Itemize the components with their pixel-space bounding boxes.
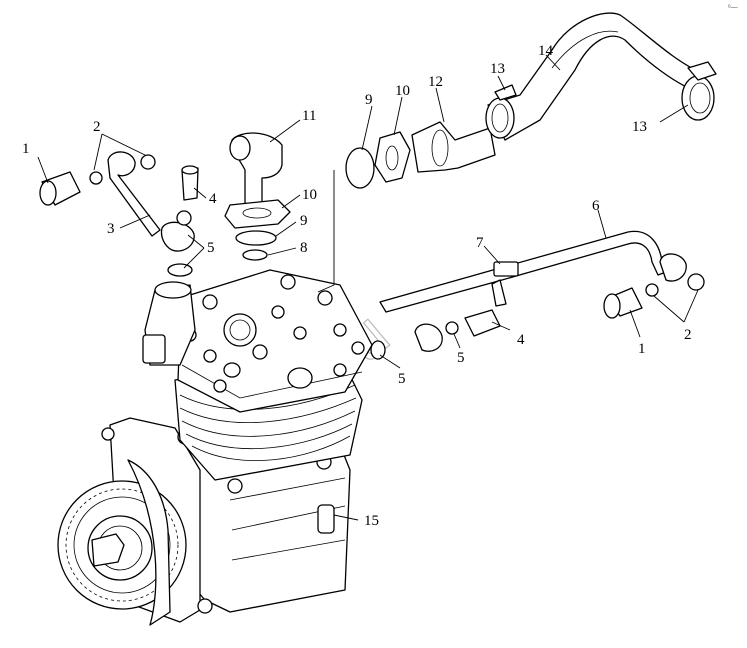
side-plug [317,504,335,534]
callout-5-right: 5 [457,350,465,366]
callout-10-center: 10 [302,187,317,203]
banjo-fitting-right [659,253,687,282]
callout-4-left: 4 [209,191,217,207]
adapter-12 [411,121,496,173]
clamp-13-left [494,84,517,101]
washer-right-b [645,283,659,297]
corner-mark: ᵉ— [728,4,738,11]
callout-15: 15 [364,513,379,529]
washer-5-center [370,340,386,360]
callout-5-left: 5 [207,240,215,256]
hose-end-right [681,75,715,121]
callout-2-left: 2 [93,119,101,135]
leader-lines [37,54,699,521]
callout-4-right: 4 [517,332,525,348]
washer-left-b [140,154,156,170]
center-stack [224,132,291,261]
callout-6: 6 [592,198,600,214]
callout-1-left: 1 [22,141,30,157]
callout-10-upper: 10 [395,83,410,99]
callout-9-center: 9 [300,213,308,229]
callout-1-right: 1 [638,341,646,357]
callout-3: 3 [107,221,115,237]
washer-9-upper [345,147,375,189]
callout-13-left: 13 [490,61,505,77]
callout-7: 7 [476,235,484,251]
callout-13-right: 13 [632,119,647,135]
washer-left-5 [167,263,193,277]
banjo-tube-end [160,221,195,252]
banjo-fitting-left [107,151,161,237]
banjo-end-center [414,323,443,352]
oil-tube-6 [379,230,667,313]
callout-11: 11 [302,108,316,124]
nut-10-center [224,199,291,229]
callout-2-right: 2 [684,327,692,343]
callout-12: 12 [428,74,443,90]
washer-right-a [687,273,705,291]
callout-14: 14 [538,43,554,59]
head-bolts [183,274,365,393]
right-tube-group [370,230,705,360]
washer-9-center [235,230,277,246]
callout-8: 8 [300,240,308,256]
nut-10-upper [374,131,411,183]
hose-14 [487,12,706,141]
tube-bracket-7 [493,261,519,277]
callout-numbers: 1 2 3 4 5 11 10 9 8 9 10 12 13 14 13 6 7… [22,43,692,529]
drive-gear [57,459,187,626]
washer-5-right [445,321,459,335]
air-compressor [57,269,373,626]
upper-right-group [345,12,717,189]
left-banjo-group [39,151,199,277]
head-port [223,313,257,347]
clamp-13-right [687,61,717,81]
washer-left-a [89,171,103,185]
callout-9-upper: 9 [365,92,373,108]
oring-8-center [242,249,268,261]
callout-5-center: 5 [398,371,406,387]
